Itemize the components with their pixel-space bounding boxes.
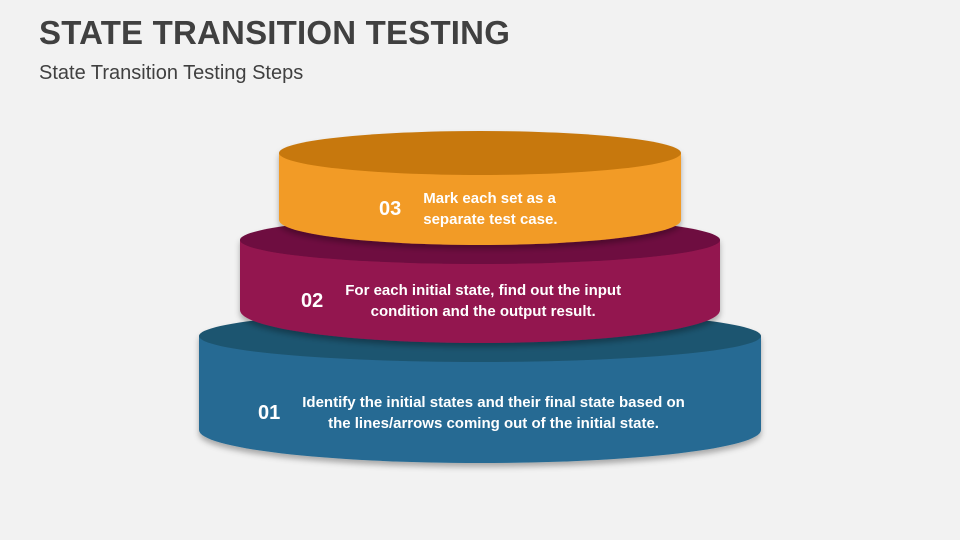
step-02-number: 02 [301, 289, 324, 312]
step-03-number: 03 [379, 197, 402, 220]
step-03-text-line1: Mark each set as a [423, 190, 556, 207]
tier-03-cylinder [279, 131, 681, 245]
step-02: 02 For each initial state, find out the … [301, 280, 621, 322]
step-01: 01 Identify the initial states and their… [258, 392, 685, 434]
step-01-number: 01 [258, 401, 281, 424]
page-title: STATE TRANSITION TESTING [39, 14, 511, 51]
step-03-text-line2: separate test case. [423, 211, 558, 228]
page-subtitle: State Transition Testing Steps [39, 62, 304, 84]
step-01-text-line1: Identify the initial states and their fi… [302, 394, 685, 411]
step-02-text: For each initial state, find out the inp… [345, 280, 621, 322]
step-03-text: Mark each set as a separate test case. [423, 188, 557, 230]
step-03: 03 Mark each set as a separate test case… [379, 188, 558, 230]
step-02-text-line1: For each initial state, find out the inp… [345, 282, 622, 299]
step-02-text-line2: condition and the output result. [370, 303, 596, 320]
step-01-text-line2: the lines/arrows coming out of the initi… [328, 415, 659, 432]
step-01-text: Identify the initial states and their fi… [302, 392, 685, 434]
